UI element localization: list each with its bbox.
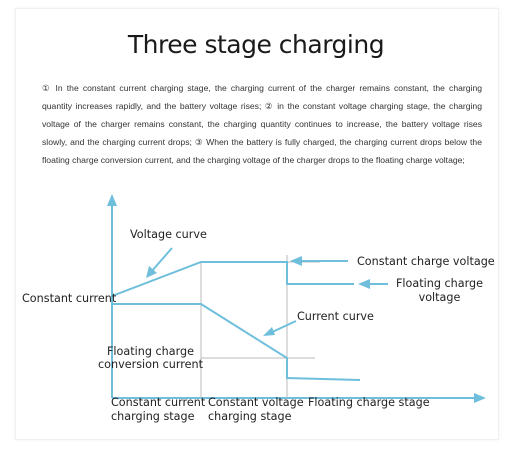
voltage-curve xyxy=(111,261,354,297)
stage-3-label: Floating charge stage xyxy=(308,396,430,409)
stage-2-label-line2: charging stage xyxy=(208,410,292,423)
constant-current-label: Constant current xyxy=(22,292,117,305)
conversion-current-label-line1: Floating charge xyxy=(107,345,194,358)
voltage-curve-label: Voltage curve xyxy=(130,228,207,241)
stage-2-label-line1: Constant voltage xyxy=(208,396,304,409)
x-axis-arrowhead xyxy=(474,393,486,403)
page-title: Three stage charging xyxy=(127,30,385,59)
constant-charge-voltage-pointer-head xyxy=(290,256,302,266)
floating-charge-voltage-label-line2: voltage xyxy=(418,291,461,304)
floating-charge-voltage-pointer-head xyxy=(358,279,370,289)
stage-1-label: Constant current charging stage xyxy=(111,396,205,424)
content-card xyxy=(15,8,499,440)
current-curve-label: Current curve xyxy=(297,310,374,323)
current-curve-pointer xyxy=(269,320,297,334)
current-curve-pointer-head xyxy=(263,327,275,336)
voltage-curve-pointer-head xyxy=(146,266,157,278)
description-text: ① In the constant current charging stage… xyxy=(42,83,482,165)
current-curve xyxy=(112,303,361,381)
conversion-current-label-line2: conversion current xyxy=(98,358,203,371)
constant-charge-voltage-label: Constant charge voltage xyxy=(357,255,495,268)
stage-1-label-line1: Constant current xyxy=(111,396,206,409)
stage-1-label-line2: charging stage xyxy=(111,410,195,423)
y-axis-arrowhead xyxy=(107,194,117,206)
voltage-curve-pointer xyxy=(150,247,173,273)
floating-charge-voltage-label: Floating charge voltage xyxy=(396,277,483,305)
conversion-current-label: Floating charge conversion current xyxy=(98,345,203,371)
stage-2-label: Constant voltage charging stage xyxy=(208,396,304,424)
floating-charge-voltage-label-line1: Floating charge xyxy=(396,277,483,290)
